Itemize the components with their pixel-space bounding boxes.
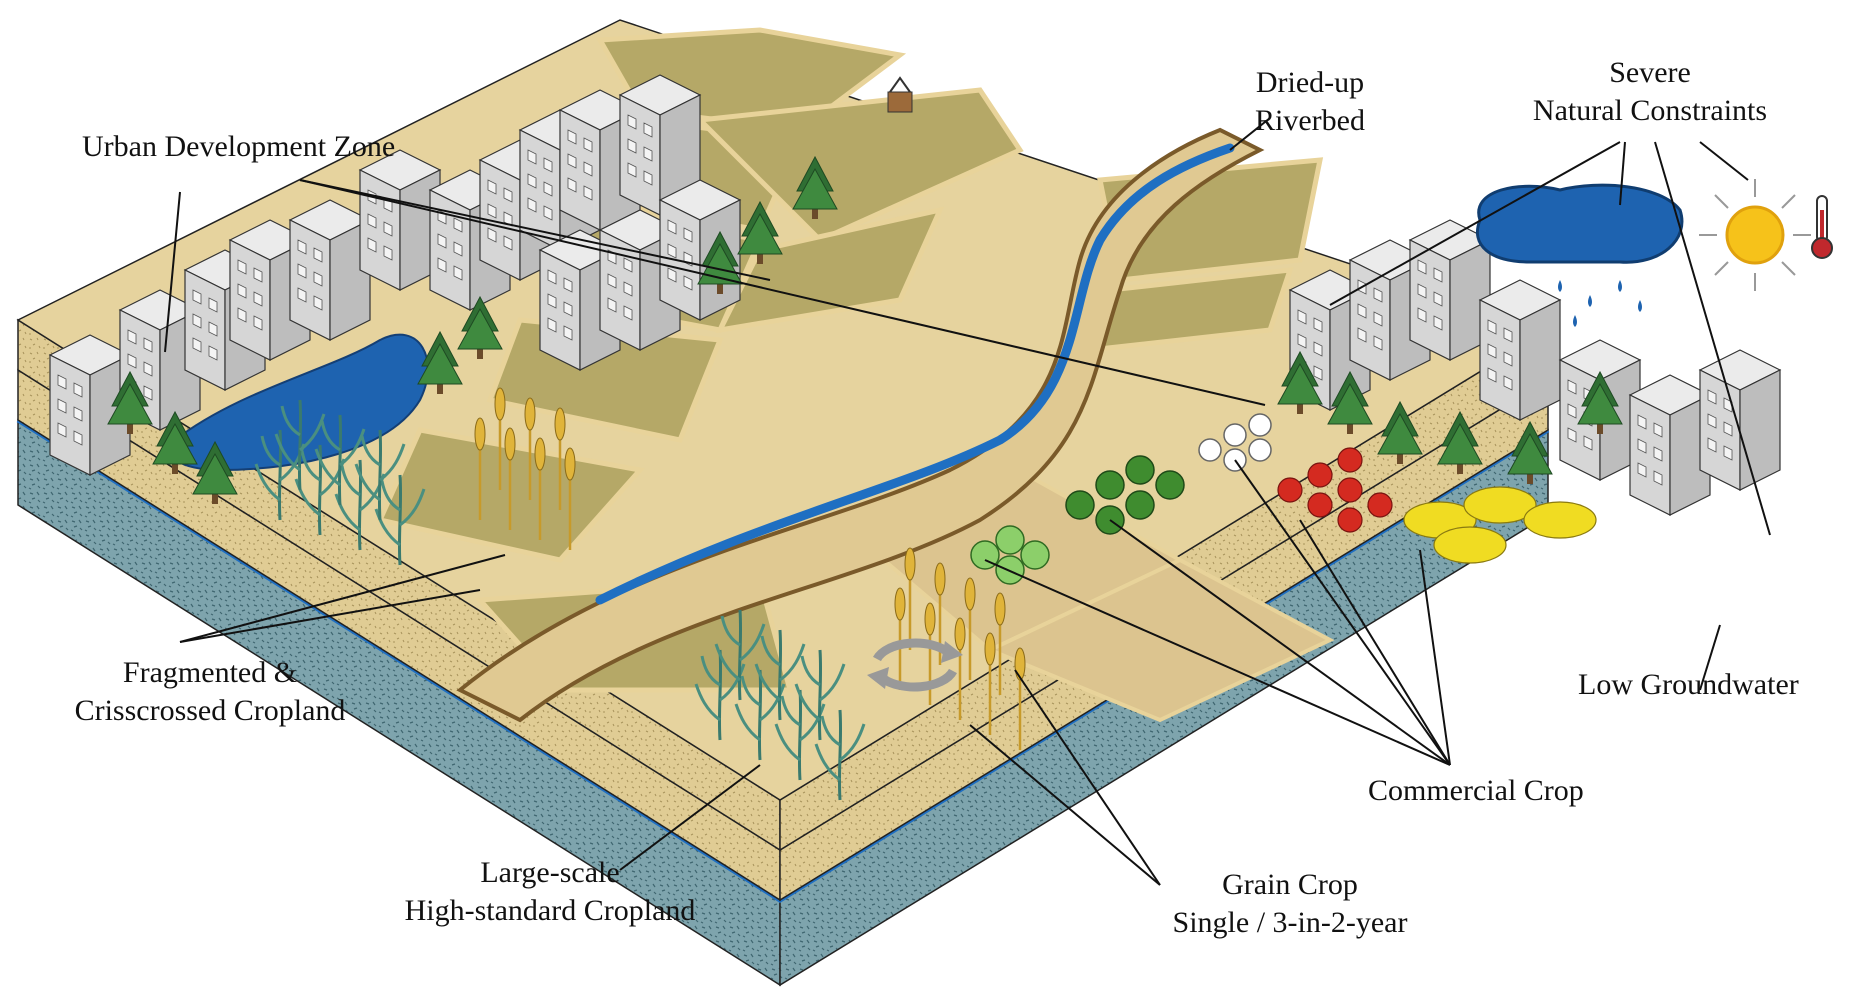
- leader-lines: [164, 117, 1771, 886]
- severe-natural-constraints-label: Severe Natural Constraints: [1490, 54, 1810, 130]
- well-icon: [887, 76, 913, 113]
- large-scale-line-2: High-standard Cropland: [404, 894, 696, 927]
- fragmented-line-1: Fragmented &: [122, 656, 298, 689]
- rotation-arrows-icon: [867, 638, 963, 692]
- low-groundwater-label: Low Groundwater: [1578, 668, 1799, 701]
- sun-icon: [1699, 179, 1811, 291]
- cotton-crops: [1198, 413, 1272, 472]
- rapeseed-crops: [1403, 486, 1597, 564]
- rain-cloud-icon: [1476, 183, 1684, 327]
- fragmented-cropland-label: Fragmented & Crisscrossed Cropland: [30, 654, 390, 730]
- tomato-crops: [1277, 447, 1393, 533]
- riverbed-line-1: Dried-up: [1255, 66, 1365, 99]
- large-scale-cropland-label: Large-scale High-standard Cropland: [360, 854, 740, 930]
- grain-crop-line-2: Single / 3-in-2-year: [1172, 906, 1408, 939]
- urban-development-zone-label: Urban Development Zone: [82, 130, 396, 163]
- broccoli-crops: [1065, 455, 1185, 535]
- large-scale-line-1: Large-scale: [480, 856, 620, 889]
- commercial-crop-label: Commercial Crop: [1368, 774, 1584, 807]
- grain-crop-line-1: Grain Crop: [1222, 868, 1358, 901]
- fragmented-line-2: Crisscrossed Cropland: [74, 694, 346, 727]
- dried-up-riverbed-label: Dried-up Riverbed: [1225, 64, 1395, 140]
- riverbed-line-2: Riverbed: [1255, 104, 1365, 137]
- grain-crop-label: Grain Crop Single / 3-in-2-year: [1130, 866, 1450, 942]
- constraints-line-2: Natural Constraints: [1532, 94, 1768, 127]
- thermometer-icon: [1811, 195, 1833, 259]
- constraints-line-1: Severe: [1609, 56, 1691, 89]
